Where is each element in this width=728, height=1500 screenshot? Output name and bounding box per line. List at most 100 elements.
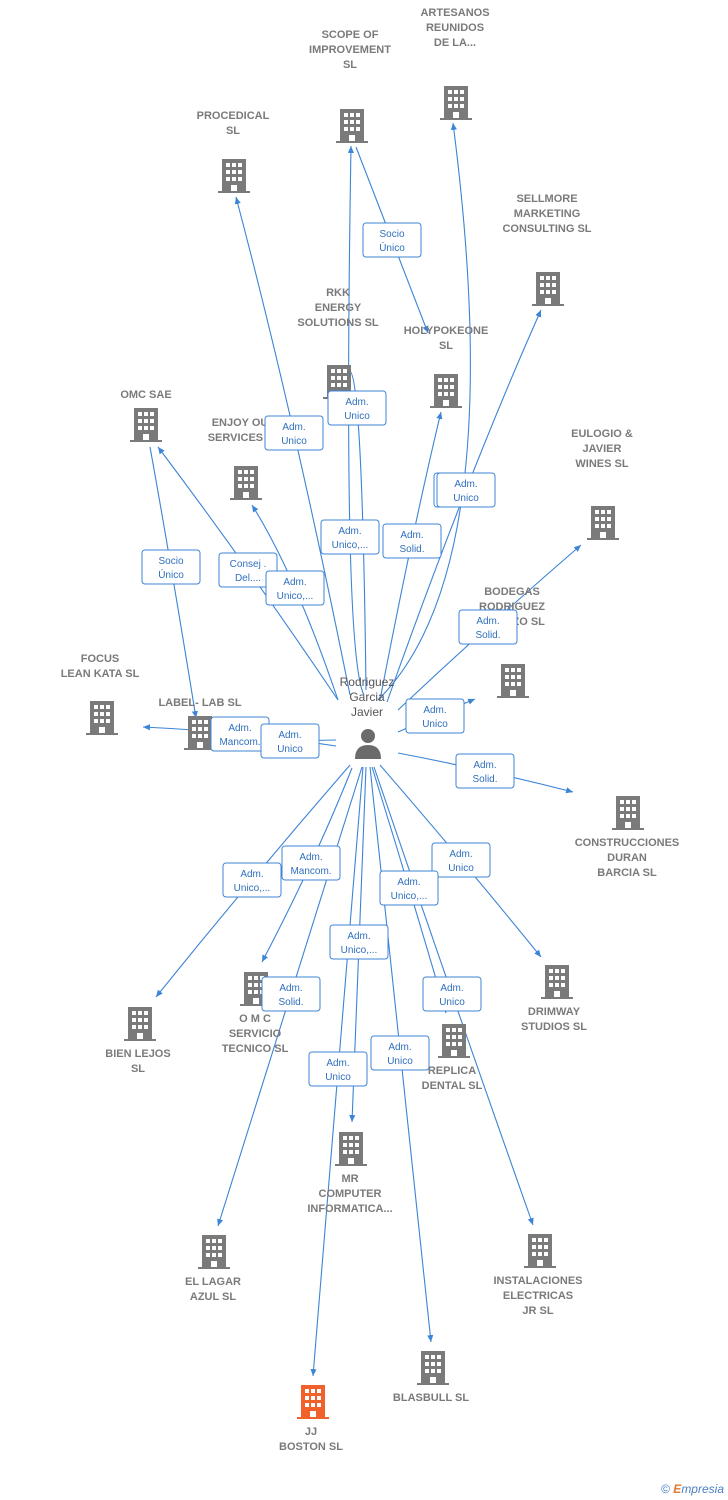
company-label: MARKETING: [514, 208, 581, 220]
role-badge-text: Adm.: [400, 530, 423, 541]
role-badge-enjoy[interactable]: Adm.Unico,...: [265, 570, 325, 606]
company-label: AZUL SL: [190, 1291, 237, 1303]
brand-watermark: © Empresia: [661, 1482, 724, 1496]
company-node-labellab[interactable]: LABEL- LAB SL: [158, 697, 242, 750]
company-label: BLASBULL SL: [393, 1392, 469, 1404]
role-badge-rkk[interactable]: Adm.Unico: [327, 390, 387, 426]
role-badge-text: Unico: [281, 436, 307, 447]
company-label: CONSTRUCCIONES: [575, 837, 680, 849]
building-icon: [297, 1385, 329, 1419]
company-label: JAVIER: [583, 443, 622, 455]
role-badge-blasbull[interactable]: Adm.Unico: [370, 1035, 430, 1071]
company-label: O M C: [239, 1013, 271, 1025]
role-badge-jjboston[interactable]: Adm.Unico: [308, 1051, 368, 1087]
role-badge-construcciones[interactable]: Adm.Solid.: [455, 753, 515, 789]
building-icon: [541, 965, 573, 999]
role-badge-eulogio[interactable]: Adm.Solid.: [458, 609, 518, 645]
role-badge-bodegas[interactable]: Adm. Unico: [405, 698, 465, 734]
center-person-name: Rodriguez: [340, 675, 395, 689]
role-badge-text: Solid.: [399, 544, 424, 555]
role-badge-omcservicio[interactable]: Adm.Mancom.: [281, 845, 341, 881]
role-badge-text: Adm.: [397, 877, 420, 888]
company-label: SL: [343, 59, 357, 71]
role-badge-text: Adm.: [282, 422, 305, 433]
company-label: REPLICA: [428, 1065, 476, 1077]
company-node-omc_sae[interactable]: OMC SAE: [120, 389, 172, 442]
role-badge-text: Unico,...: [341, 945, 378, 956]
role-badge-text: Adm.: [454, 479, 477, 490]
role-badge-text: Unico: [387, 1056, 413, 1067]
company-node-mrcomputer[interactable]: MRCOMPUTERINFORMATICA...: [307, 1132, 393, 1215]
role-badge-labellab[interactable]: Adm.Unico: [260, 723, 320, 759]
copyright-icon: ©: [661, 1482, 670, 1496]
building-icon: [130, 408, 162, 442]
company-label: RKK: [326, 287, 350, 299]
building-icon: [336, 109, 368, 143]
company-label: BARCIA SL: [597, 867, 657, 879]
edge-artesanos: [377, 122, 471, 701]
role-badge-replica[interactable]: Adm.Unico,...: [379, 870, 439, 906]
company-label: DE LA...: [434, 37, 476, 49]
role-badge-text: Mancom.: [219, 737, 260, 748]
company-label: REUNIDOS: [426, 22, 484, 34]
company-label: HOLYPOKEONE: [404, 325, 489, 337]
company-label: COMPUTER: [319, 1188, 382, 1200]
role-badge-omc_sae[interactable]: Consej .Del....: [218, 552, 278, 588]
role-badge-instalaciones[interactable]: Adm.Unico: [422, 976, 482, 1012]
building-icon: [587, 506, 619, 540]
company-label: STUDIOS SL: [521, 1021, 587, 1033]
building-icon: [430, 374, 462, 408]
role-badge-text: Consej .: [230, 559, 267, 570]
company-label: INSTALACIONES: [493, 1275, 582, 1287]
role-badge-text: Adm.: [240, 869, 263, 880]
role-badge-text: Socio: [158, 556, 183, 567]
role-badge-focus[interactable]: Adm.Mancom.: [210, 716, 270, 752]
company-label: ENJOY OUR: [212, 417, 277, 429]
company-label: BODEGAS: [484, 586, 540, 598]
role-badge-text: Adm.: [423, 705, 446, 716]
role-badge-mrcomputer[interactable]: Adm.Unico,...: [329, 924, 389, 960]
role-badge-text: Adm.: [338, 526, 361, 537]
role-badge-procedical[interactable]: Adm. Unico: [264, 415, 324, 451]
company-node-blasbull[interactable]: BLASBULL SL: [393, 1351, 469, 1404]
company-label: EULOGIO &: [571, 428, 633, 440]
role-badge-text: Adm.: [283, 577, 306, 588]
role-badge-text: Adm.: [278, 730, 301, 741]
company-label: LEAN KATA SL: [61, 668, 140, 680]
role-badge-sellmore[interactable]: Adm. Unico: [436, 472, 496, 508]
role-badge-drimway[interactable]: Adm.Unico: [431, 842, 491, 878]
role-badge-text: Adm.: [449, 849, 472, 860]
building-icon: [198, 1235, 230, 1269]
roles-layer: Adm.UnicoAdm.Unico,...Adm.UnicoAdm.Unico…: [141, 222, 518, 1087]
role-badge-text: Unico: [422, 719, 448, 730]
role-badge-text: Unico: [453, 493, 479, 504]
role-badge-bienlejos[interactable]: Adm.Unico,...: [222, 862, 282, 898]
company-label: PROCEDICAL: [197, 110, 270, 122]
company-label: CONSULTING SL: [502, 223, 591, 235]
role-badge-ellagar[interactable]: Adm.Solid.: [261, 976, 321, 1012]
role-badge-text: Unico,...: [332, 540, 369, 551]
role-badge-holypokeone[interactable]: Adm. Solid.: [382, 523, 442, 559]
role-badge-text: Adm.: [326, 1058, 349, 1069]
role-badge-scope[interactable]: Adm. Unico,...: [320, 519, 380, 555]
